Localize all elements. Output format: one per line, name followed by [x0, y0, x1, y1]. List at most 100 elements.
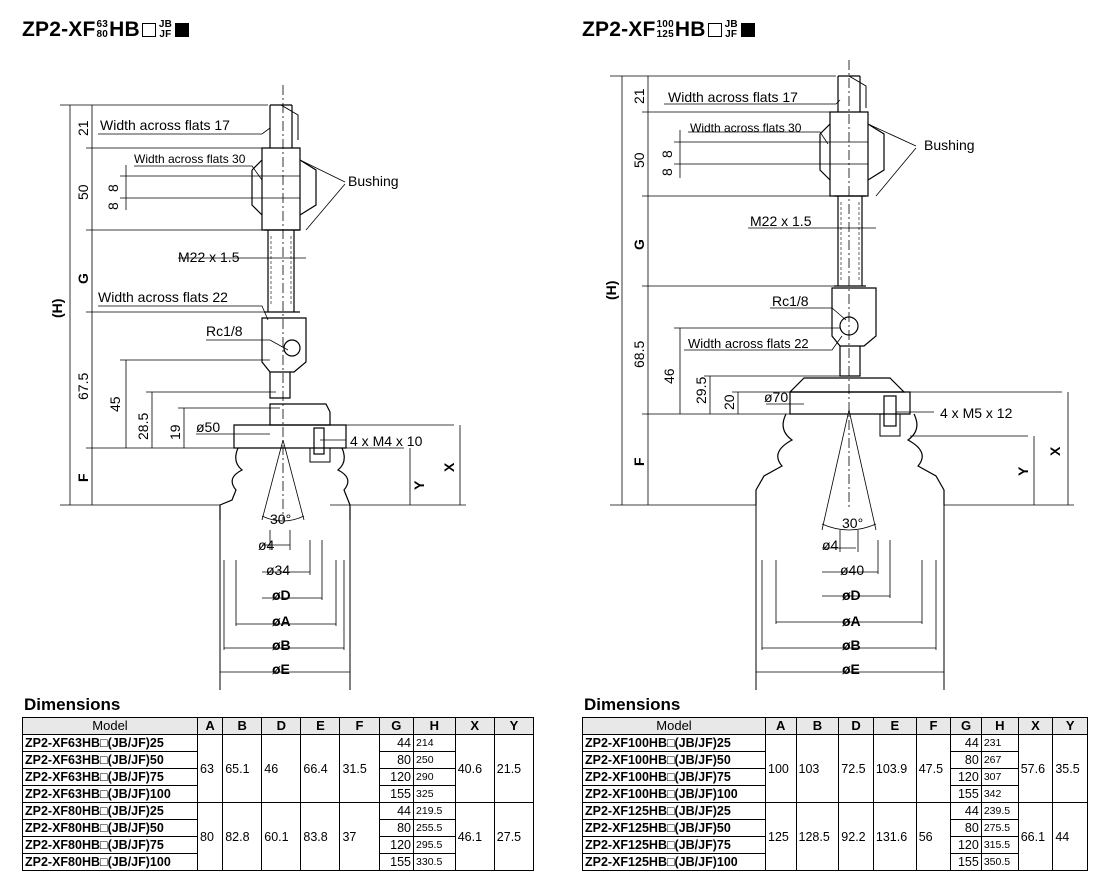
- dim-8b-label: 8: [659, 168, 675, 176]
- cell-G: 155: [950, 853, 982, 871]
- cell-D: 92.2: [838, 802, 874, 871]
- frac-bottom: 125: [656, 29, 674, 41]
- dim-20-label: 20: [721, 394, 737, 410]
- table-row: ZP2-XF80HB□(JB/JF)25 80 82.8 60.1 83.8 3…: [22, 802, 535, 871]
- dim-X-label: X: [441, 462, 457, 472]
- dim-21-label: 21: [75, 120, 91, 136]
- cell-G: 155: [378, 853, 415, 871]
- dim-G-label: G: [631, 239, 647, 250]
- cell-A: 125: [765, 802, 797, 871]
- model-cell: ZP2-XF100HB□(JB/JF)25: [582, 734, 766, 752]
- model-cell: ZP2-XF63HB□(JB/JF)50: [22, 751, 198, 769]
- header-E: E: [300, 717, 341, 735]
- cell-A: 100: [765, 734, 797, 803]
- cell-A: 63: [196, 734, 224, 803]
- cell-B: 65.1: [222, 734, 263, 803]
- cell-X: 57.6: [1017, 734, 1054, 803]
- cell-H: 342: [980, 785, 1019, 803]
- suffix-bottom: JF: [159, 29, 172, 41]
- right-technical-drawing: Width across flats 17 Width across flats…: [603, 60, 1074, 690]
- dimX: [910, 391, 1069, 505]
- cell-G: 80: [950, 751, 982, 769]
- dim-8a-label: 8: [659, 150, 675, 158]
- cell-E: 103.9: [872, 734, 917, 803]
- header-B: B: [795, 717, 840, 735]
- cell-E: 83.8: [300, 802, 341, 871]
- header-F: F: [915, 717, 952, 735]
- rc-label: Rc1/8: [206, 323, 243, 339]
- header-B: B: [222, 717, 263, 735]
- cell-H: 267: [980, 751, 1019, 769]
- cell-B: 103: [795, 734, 840, 803]
- cell-E: 66.4: [300, 734, 341, 803]
- waf17-leader: [98, 127, 271, 135]
- dim-19-label: 19: [167, 424, 183, 440]
- phi4-label: ø4: [258, 537, 275, 553]
- screw: [313, 427, 325, 455]
- cell-X: 66.1: [1017, 802, 1054, 871]
- dim-50-label: 50: [75, 184, 91, 200]
- dim-29-label: 29.5: [693, 377, 709, 404]
- bellows-outline: [219, 447, 351, 520]
- phi4-label: ø4: [822, 537, 839, 553]
- cell-X: 46.1: [454, 802, 495, 871]
- dim46: [674, 327, 840, 414]
- cell-H: 250: [413, 751, 456, 769]
- dim28: [146, 391, 276, 448]
- m4-label: 4 x M4 x 10: [350, 433, 423, 449]
- cell-G: 120: [378, 836, 415, 854]
- frac-top: 63: [96, 19, 109, 31]
- bushing-flats: [262, 175, 300, 199]
- model-cell: ZP2-XF125HB□(JB/JF)100: [582, 853, 766, 871]
- title-prefix: ZP2-XF: [22, 18, 96, 41]
- rc-leader: [770, 307, 847, 321]
- thread-shaft: [264, 229, 300, 313]
- m22-label: M22 x 1.5: [178, 249, 240, 265]
- dim-F-label: F: [631, 457, 647, 466]
- table-header-row: Model A B D E F G H X Y: [22, 717, 535, 735]
- cell-H: 214: [413, 734, 456, 752]
- cup-extension: [219, 505, 351, 690]
- model-cell: ZP2-XF100HB□(JB/JF)100: [582, 785, 766, 803]
- dimX: [346, 424, 461, 505]
- cell-Y: 21.5: [493, 734, 535, 803]
- phi40-label: ø40: [840, 562, 864, 578]
- dim-H-label: (H): [49, 299, 65, 318]
- cell-H: 315.5: [980, 836, 1019, 854]
- header-F: F: [339, 717, 380, 735]
- dim29: [704, 375, 842, 414]
- angle-label: 30°: [842, 515, 863, 531]
- cell-B: 82.8: [222, 802, 263, 871]
- stack-ticks: [86, 147, 264, 449]
- rc-leader: [206, 339, 289, 351]
- model-cell: ZP2-XF80HB□(JB/JF)50: [22, 819, 198, 837]
- phiA-label: øA: [272, 613, 291, 629]
- dim20: [732, 391, 790, 414]
- bellows-outline: [755, 413, 945, 505]
- bushing-leaders: [867, 123, 917, 197]
- phiB-label: øB: [842, 637, 861, 653]
- cell-H: 255.5: [413, 819, 456, 837]
- cell-A: 80: [196, 802, 224, 871]
- waf30-leader: [134, 165, 263, 181]
- phiD-label: øD: [842, 587, 861, 603]
- left-dimensions-heading: Dimensions: [24, 695, 121, 714]
- cell-Y: 44: [1052, 802, 1088, 871]
- cell-G: 44: [950, 802, 982, 820]
- angle-label: 30°: [270, 511, 291, 527]
- neck: [839, 346, 861, 377]
- bushing-label: Bushing: [924, 137, 975, 153]
- dim-67-label: 67.5: [75, 373, 91, 400]
- dim-21-label: 21: [631, 88, 647, 104]
- bushing-label: Bushing: [348, 173, 399, 189]
- cell-G: 80: [378, 819, 415, 837]
- waf17-leader: [664, 99, 841, 105]
- waf22-leader: [684, 335, 843, 351]
- thread-lines: [840, 202, 860, 280]
- stem-top: [269, 104, 293, 148]
- title-prefix: ZP2-XF: [582, 18, 656, 41]
- thread-lines: [270, 236, 292, 306]
